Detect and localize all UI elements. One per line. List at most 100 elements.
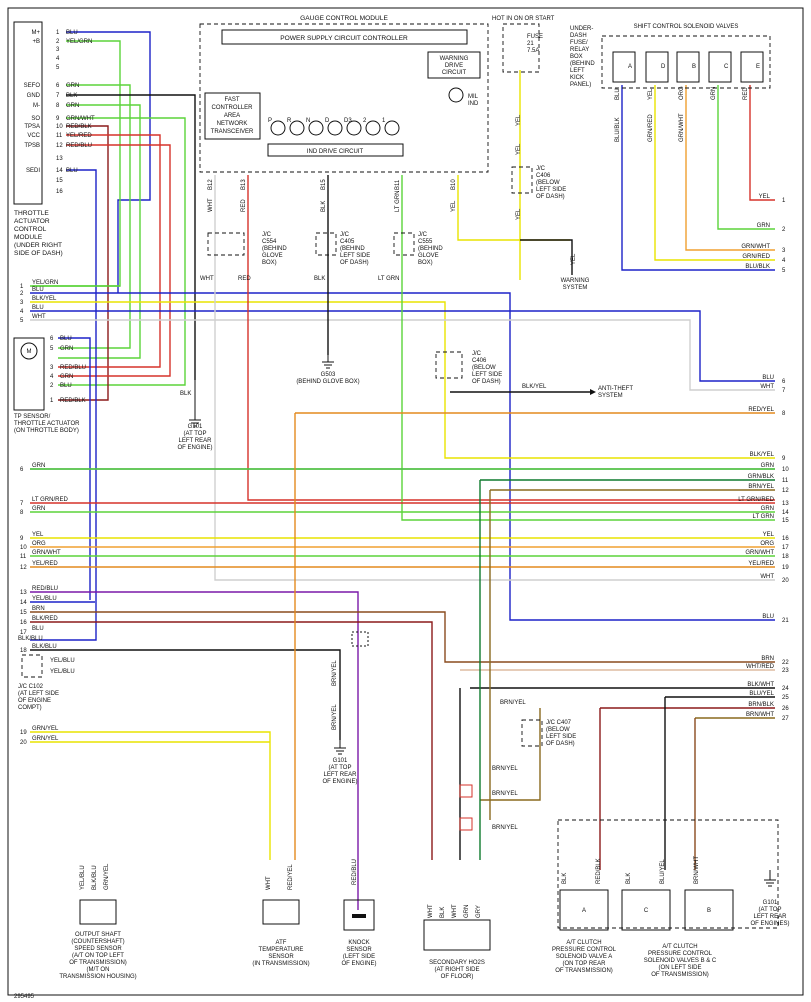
fuse-mid-wire: YEL (516, 143, 522, 155)
right-bus-number: 20 (782, 578, 789, 584)
shift-valve-letter: D (661, 64, 666, 70)
ho2s-box (423, 919, 491, 951)
ho2s-pin-wire: BLK (440, 907, 446, 918)
mid-left-number: 8 (20, 510, 24, 516)
jc-c406a-box (511, 166, 533, 194)
tcm-pin-wire: YEL/GRN (66, 39, 92, 45)
right-bus-wire: YEL/RED (748, 561, 774, 567)
shift-right-number: 1 (782, 198, 786, 204)
atf-pin-wire: WHT (266, 876, 272, 890)
right-bus-wire: LT GRN (753, 514, 774, 520)
tcm-pin-number: 7 (56, 93, 60, 99)
tcm-pin-number: 1 (56, 30, 60, 36)
right-bus-number: 7 (782, 388, 786, 394)
indicator-led-icon (327, 120, 343, 136)
shift-valves-outline (601, 35, 771, 89)
valve-bc-pin-wire: BLK (626, 873, 632, 884)
label-blkblu: BLK/BLU (18, 636, 43, 642)
mid-left-wire: LT GRN/RED (32, 497, 68, 503)
left-bus-wire: BLK/YEL (32, 296, 57, 302)
valve-a-letter: A (582, 908, 586, 914)
label-blk-gnd: BLK (180, 391, 191, 397)
mid-left-wire: ORG (32, 541, 46, 547)
tcm-pin-wire: GRN/WHT (66, 116, 95, 122)
tcm-pin-wire: BLK (66, 93, 77, 99)
knock-pin-wire: RED/BLU (352, 859, 358, 885)
fuse-outline (502, 23, 540, 73)
wire-l13-redblu (30, 591, 359, 910)
gauge-pin-number: B11 (395, 179, 401, 190)
low-left-number: 13 (20, 590, 27, 596)
wire-bus5-wht (30, 319, 775, 391)
connector-c407-icon (459, 784, 473, 831)
wire-tcm-so-grnwht (58, 117, 186, 386)
tcm-pin-name: +B (32, 39, 40, 45)
ind-drive-box (267, 143, 404, 157)
label-wht: WHT (200, 276, 214, 282)
right-bus-wire: BRN/WHT (746, 712, 774, 718)
shift-valve-letter: A (628, 64, 632, 70)
right-bus-wire: BLK/WHT (747, 682, 774, 688)
tcm-pin-number: 4 (56, 56, 60, 62)
wire-bus4-blu (30, 310, 775, 382)
shift-valve-lower-wire: BLU/BLK (615, 117, 621, 142)
bottom-left-number: 19 (20, 730, 27, 736)
jc-c405-box (315, 232, 337, 256)
label-blk: BLK (314, 276, 325, 282)
indicator-led-icon (384, 120, 400, 136)
right-bus-number: 13 (782, 501, 789, 507)
indicator-led-icon (289, 120, 305, 136)
valve-b-box (684, 889, 734, 931)
left-bus-number: 1 (20, 284, 24, 290)
left-bus-number: 2 (20, 291, 24, 297)
tcm-pin-number: 16 (56, 189, 63, 195)
left-bus-wire: WHT (32, 314, 46, 320)
gauge-pin-number: B12 (208, 179, 214, 190)
gauge-pin-wire: YEL (451, 200, 457, 212)
led-label: D (325, 118, 330, 124)
jc-c554-box (207, 232, 245, 256)
left-bus-wire: YEL/GRN (32, 280, 58, 286)
low-left-wire: BLK/BLU (32, 644, 57, 650)
shift-valve-box (740, 51, 764, 83)
tcm-box (13, 21, 43, 205)
label-red: RED (238, 276, 251, 282)
shift-valve-letter: C (724, 64, 729, 70)
tcm-pin-number: 14 (56, 168, 63, 174)
mid-left-number: 11 (20, 554, 27, 560)
shift-valve-box (612, 51, 636, 83)
low-left-number: 17 (20, 630, 27, 636)
shift-right-number: 4 (782, 258, 786, 264)
mid-left-wire: GRN/WHT (32, 550, 61, 556)
led-label: 1 (382, 118, 386, 124)
tp-pin-number: 6 (50, 336, 54, 342)
valve-c-box (621, 889, 671, 931)
tcm-pin-number: 6 (56, 83, 60, 89)
wire-l16-blkred (30, 621, 433, 860)
tp-pin-wire: RED/BLU (60, 365, 86, 371)
shift-valve-box (708, 51, 732, 83)
tcm-pin-name: M- (33, 103, 40, 109)
ho2s-pin-wire: GRY (476, 905, 482, 918)
valve-c-letter: C (644, 908, 649, 914)
fuse-out-wire: YEL (516, 114, 522, 126)
tcm-pin-number: 8 (56, 103, 60, 109)
wire-tcm-tpsa-redblk (58, 125, 109, 401)
atf-sensor-box (262, 899, 300, 925)
right-bus-wire: LT GRN/RED (738, 497, 774, 503)
tcm-pin-number: 15 (56, 178, 63, 184)
shift-right-number: 5 (782, 268, 786, 274)
wire-gauge-b12-wht (214, 175, 775, 581)
gauge-pin-number: B10 (451, 179, 457, 190)
left-bus-wire: BLU (32, 305, 44, 311)
jc-c406b-box (435, 351, 463, 379)
tcm-pin-wire: GRN (66, 83, 79, 89)
warning-drive-box (427, 51, 481, 79)
tcm-pin-wire: YEL/RED (66, 133, 92, 139)
